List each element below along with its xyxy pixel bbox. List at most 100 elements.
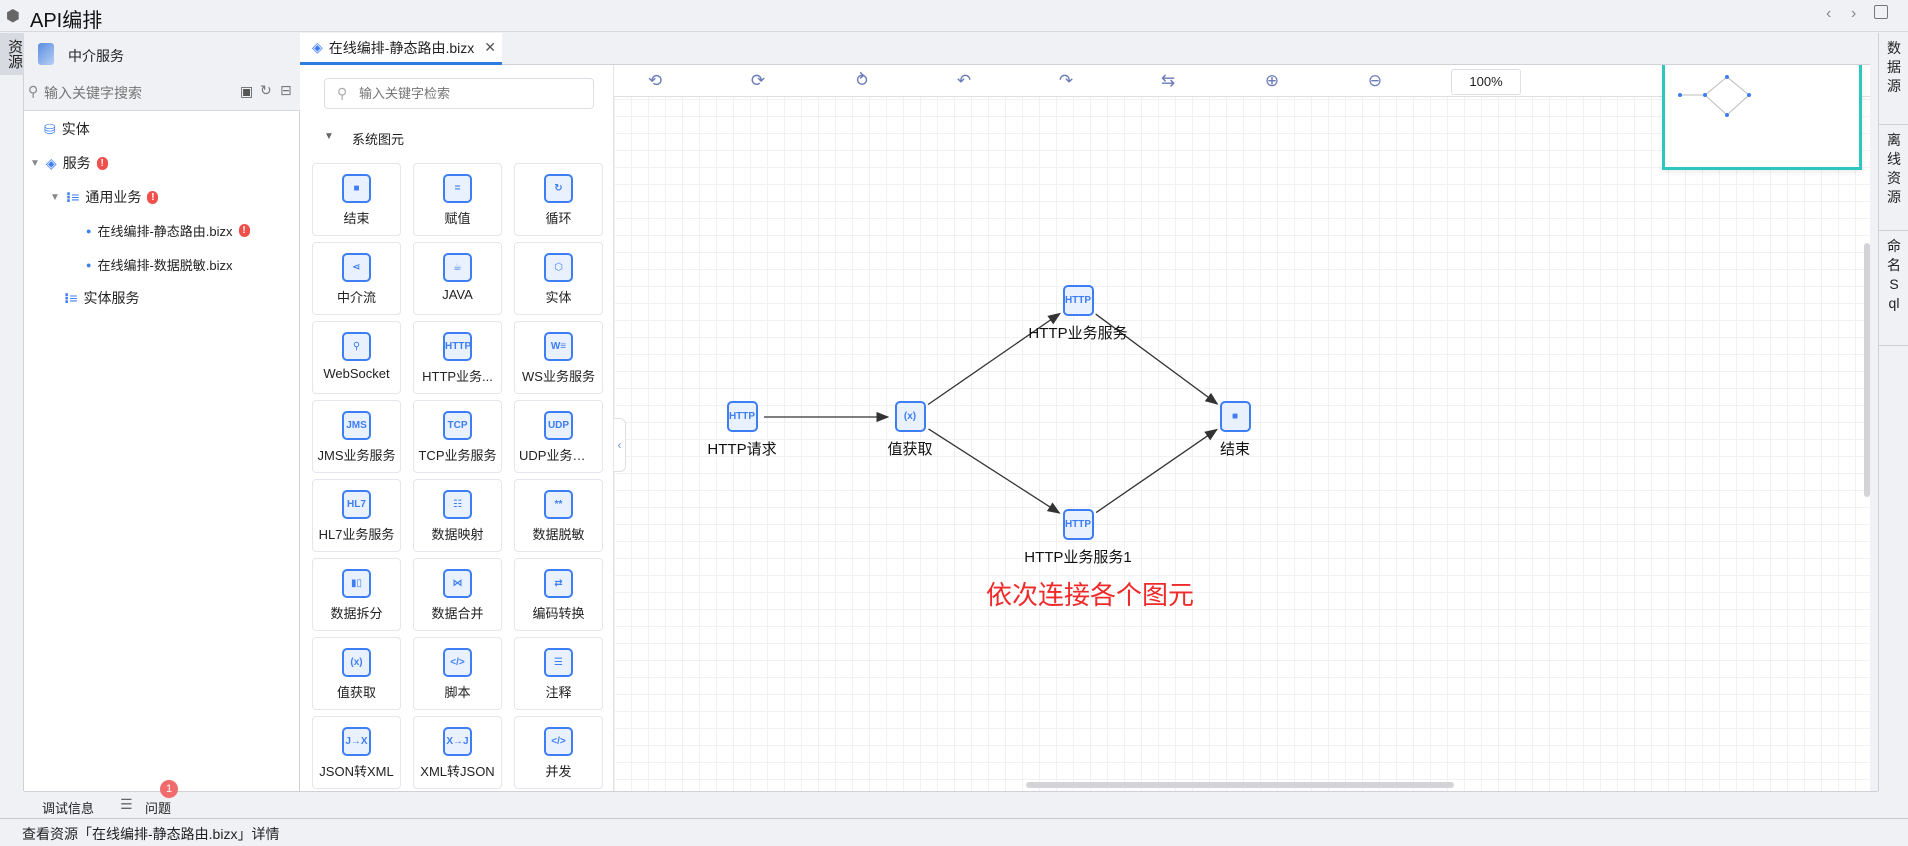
component-palette: ⚲ ▼ 系统图元 ■结束=赋值↻循环⋖中介流☕JAVA⬡实体⚲WebSocket… xyxy=(300,65,614,791)
minimap-preview xyxy=(1678,75,1751,117)
palette-item[interactable]: ⋈ 数据合并 xyxy=(413,558,502,631)
flow-node[interactable]: (x)值获取 xyxy=(840,401,980,459)
tree-item-static-route[interactable]: ●在线编排-静态路由.bizx! xyxy=(86,221,250,240)
tree-item-entity-service[interactable]: ⁝≡实体服务 xyxy=(64,288,140,308)
save-icon[interactable] xyxy=(1874,5,1888,19)
editor-tabs: ◈ 在线编排-静态路由.bizx ✕ xyxy=(300,33,1870,65)
close-icon[interactable]: ✕ xyxy=(484,39,496,55)
tree-item-entity[interactable]: ⛁实体 xyxy=(44,119,90,139)
zoom-out-icon[interactable]: ⊖ xyxy=(1367,71,1383,90)
palette-item-label: 数据拆分 xyxy=(330,606,383,621)
horizontal-scrollbar[interactable] xyxy=(1026,782,1454,788)
palette-item[interactable]: ⬡实体 xyxy=(514,242,603,315)
component-icon: ☰ xyxy=(544,648,573,677)
palette-item[interactable]: ☰ 注释 xyxy=(514,637,603,710)
minimap[interactable] xyxy=(1662,65,1862,170)
palette-item[interactable]: **数据脱敏 xyxy=(514,479,603,552)
tab-problems[interactable]: 问题 xyxy=(145,801,172,816)
palette-item[interactable]: ⚲WebSocket xyxy=(312,321,401,394)
collapse-all-icon[interactable]: ⊟ xyxy=(280,82,292,98)
component-icon: J→X xyxy=(342,727,371,756)
palette-search[interactable]: ⚲ xyxy=(324,78,594,109)
tab-named-sql[interactable]: 命名Sql xyxy=(1879,231,1908,346)
palette-item[interactable]: ☕JAVA xyxy=(413,242,502,315)
translate-icon[interactable]: ▣ xyxy=(240,83,254,99)
flow-edge[interactable] xyxy=(927,312,1061,406)
flow-edge[interactable] xyxy=(1095,313,1219,405)
flow-edge[interactable] xyxy=(1095,428,1218,514)
palette-item[interactable]: ▮▯数据拆分 xyxy=(312,558,401,631)
undo-icon[interactable]: ↶ xyxy=(956,71,972,90)
tab-static-route[interactable]: ◈ 在线编排-静态路由.bizx ✕ xyxy=(300,33,502,65)
palette-search-input[interactable] xyxy=(359,86,579,101)
node-label: 结束 xyxy=(1219,441,1250,458)
component-icon: (x) xyxy=(342,648,371,677)
palette-item-label: 数据合并 xyxy=(431,606,484,621)
palette-item[interactable]: =赋值 xyxy=(413,163,502,236)
swap-icon[interactable]: ⇆ xyxy=(1160,71,1176,90)
palette-item-label: JMS业务服务 xyxy=(317,448,396,463)
component-icon: </> xyxy=(443,648,472,677)
component-icon: ☕ xyxy=(443,253,472,282)
palette-item[interactable]: (x)值获取 xyxy=(312,637,401,710)
flow-node[interactable]: ■ 结束 xyxy=(1165,401,1305,459)
tab-debug-info[interactable]: 调试信息 xyxy=(42,801,95,816)
component-icon: ⋈ xyxy=(443,569,472,598)
annotation-text: 依次连接各个图元 xyxy=(986,580,1195,610)
run-icon[interactable]: ⟳ xyxy=(750,71,766,90)
bullet-icon: ● xyxy=(86,225,92,236)
tree-item-data-masking[interactable]: ●在线编排-数据脱敏.bizx xyxy=(86,255,233,274)
flow-edge[interactable] xyxy=(928,428,1061,514)
palette-item-label: 编码转换 xyxy=(532,606,585,621)
palette-item[interactable]: ☷数据映射 xyxy=(413,479,502,552)
palette-item[interactable]: ⇄ 编码转换 xyxy=(514,558,603,631)
component-icon: ⋖ xyxy=(342,253,371,282)
tree-item-service[interactable]: ▼◈服务! xyxy=(30,153,108,173)
node-icon: ■ xyxy=(1219,401,1251,432)
redo-icon[interactable]: ↷ xyxy=(1058,71,1074,90)
forward-icon[interactable]: › xyxy=(1851,5,1857,22)
tab-resources[interactable]: 资源 xyxy=(0,33,24,75)
align-icon[interactable]: ⟲ xyxy=(647,71,663,90)
caret-down-icon[interactable]: ▼ xyxy=(324,131,334,142)
component-icon: ■ xyxy=(342,174,371,203)
palette-item-label: 数据脱敏 xyxy=(532,527,585,542)
tab-offline-resources[interactable]: 离线资源 xyxy=(1879,125,1908,231)
palette-item[interactable]: W≡WS业务服务 xyxy=(514,321,603,394)
palette-item-label: WebSocket xyxy=(323,366,390,381)
vertical-scrollbar[interactable] xyxy=(1864,243,1870,497)
palette-item[interactable]: ↻循环 xyxy=(514,163,603,236)
node-label: HTTP业务服务1 xyxy=(1024,549,1132,566)
palette-item-label: 注释 xyxy=(545,685,572,700)
title-bar: ⬢ API编排 ‹ › xyxy=(0,0,1908,32)
edges-layer xyxy=(764,312,1219,514)
component-icon: ⇄ xyxy=(544,569,573,598)
palette-item[interactable]: </>并发 xyxy=(514,716,603,789)
tab-datasource[interactable]: 数据源 xyxy=(1879,33,1908,125)
refresh-icon[interactable]: ↻ xyxy=(260,82,272,98)
caret-down-icon[interactable]: ▼ xyxy=(30,157,40,169)
debug-icon[interactable]: ⥁ xyxy=(856,71,868,90)
palette-item[interactable]: ■结束 xyxy=(312,163,401,236)
palette-item-label: UDP业务服务 xyxy=(519,448,599,463)
collapse-palette-handle[interactable]: ‹ xyxy=(614,418,626,472)
back-icon[interactable]: ‹ xyxy=(1826,5,1832,22)
resource-search-input[interactable] xyxy=(44,81,244,105)
zoom-level[interactable]: 100% xyxy=(1451,69,1521,95)
tree-item-general-business[interactable]: ▼⁝≡通用业务! xyxy=(50,187,159,207)
palette-item[interactable]: ⋖中介流 xyxy=(312,242,401,315)
palette-item[interactable]: </>脚本 xyxy=(413,637,502,710)
zoom-in-icon[interactable]: ⊕ xyxy=(1264,71,1280,90)
caret-down-icon[interactable]: ▼ xyxy=(50,191,60,203)
